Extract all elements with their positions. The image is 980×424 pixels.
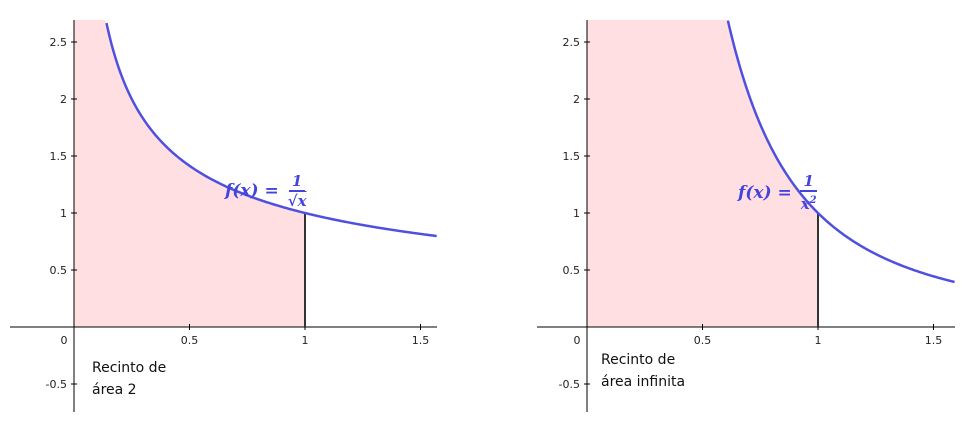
y-tick-label-left-2: 1.5 [50, 150, 68, 163]
y-tick-label-left-3: 1 [60, 207, 67, 220]
formula-right-denominator-group: x2 [798, 192, 820, 213]
chart-left: .500.511.522.532.521.510.5-0.5 f(x) = 1 … [0, 0, 480, 424]
formula-left: f(x) = 1 √x [225, 172, 310, 210]
region-label-left-line1: Recinto de [92, 360, 167, 376]
formula-left-lhs: f(x) = [225, 181, 279, 201]
region-label-right-line1: Recinto de [601, 352, 676, 368]
formula-left-numerator: 1 [288, 172, 306, 192]
x-tick-label-left-1: 0 [61, 334, 68, 347]
y-tick-label-right-4: 0.5 [563, 264, 581, 277]
region-label-left: Recinto de área 2 [92, 357, 166, 401]
formula-left-fraction: 1 √x [285, 172, 310, 210]
x-tick-label-right-3: 1 [815, 334, 822, 347]
region-label-right-line2: área infinita [601, 374, 686, 390]
shaded-region-right [587, 20, 818, 327]
x-tick-label-left-4: 1.5 [412, 334, 430, 347]
formula-right-numerator: 1 [800, 172, 817, 192]
shaded-region-left [74, 20, 305, 327]
y-tick-label-left-4: 0.5 [50, 264, 68, 277]
chart-right-svg: 500.511.522.532.521.510.5-0.5 [537, 20, 955, 412]
region-label-left-line2: área 2 [92, 382, 137, 398]
region-label-right: Recinto de área infinita [601, 349, 685, 393]
x-tick-label-right-2: 0.5 [694, 334, 712, 347]
formula-left-radical: √ [287, 192, 298, 210]
chart-left-svg: .500.511.522.532.521.510.5-0.5 [10, 20, 437, 412]
y-tick-label-left-0: 2.5 [50, 36, 68, 49]
curve-left [105, 22, 437, 238]
y-tick-label-left-1: 2 [60, 93, 67, 106]
x-tick-label-right-1: 0 [574, 334, 581, 347]
formula-right-denominator: x [800, 195, 810, 213]
formula-left-denominator: x [297, 192, 307, 210]
formula-right: f(x) = 1 x2 [738, 172, 820, 213]
x-tick-label-left-2: 0.5 [181, 334, 199, 347]
y-tick-label-left-5: -0.5 [46, 378, 67, 391]
formula-right-lhs: f(x) = [738, 182, 792, 203]
formula-left-denominator-group: √x [285, 192, 310, 210]
y-tick-label-right-5: -0.5 [559, 378, 580, 391]
formula-right-fraction: 1 x2 [798, 172, 820, 213]
x-tick-label-left-3: 1 [302, 334, 309, 347]
y-tick-label-right-0: 2.5 [563, 36, 581, 49]
y-tick-label-right-3: 1 [573, 207, 580, 220]
curve-right [726, 20, 955, 284]
y-tick-label-right-2: 1.5 [563, 150, 581, 163]
y-tick-label-right-1: 2 [573, 93, 580, 106]
chart-right: 500.511.522.532.521.510.5-0.5 f(x) = 1 x… [500, 0, 980, 424]
x-tick-label-right-4: 1.5 [925, 334, 943, 347]
formula-right-exponent: 2 [809, 195, 817, 206]
